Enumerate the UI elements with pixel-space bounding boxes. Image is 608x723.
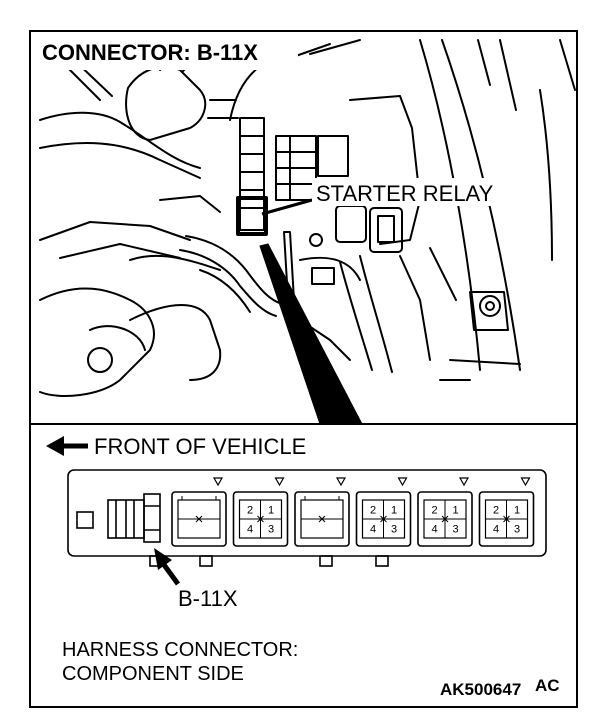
pin-number: 2	[493, 505, 499, 517]
connector-housing	[67, 469, 547, 567]
connector-slot-5: 2 1 4 3	[417, 477, 473, 547]
front-of-vehicle-label: FRONT OF VEHICLE	[94, 434, 306, 459]
connector-slot-1	[171, 477, 227, 547]
slot-marker-triangle	[397, 477, 408, 487]
slot-center-mark	[195, 515, 203, 523]
connector-slot-6: 2 1 4 3	[478, 477, 535, 547]
connector-title: CONNECTOR: B-11X	[42, 40, 258, 65]
starter-relay-leader-line	[261, 198, 313, 216]
slot-outline	[232, 491, 289, 547]
caption-line-2: COMPONENT SIDE	[62, 663, 244, 685]
pin-number: 1	[268, 505, 274, 517]
engine-bay-illustration	[39, 39, 576, 397]
b11x-pointer-arrow	[154, 548, 181, 586]
slot-marker-triangle	[458, 477, 470, 487]
slot-outline	[171, 491, 227, 547]
title-backing	[36, 36, 298, 70]
caption-line-1: HARNESS CONNECTOR:	[62, 639, 298, 661]
figure-code-suffix: AC	[535, 676, 560, 695]
pin-number: 2	[370, 505, 376, 517]
starter-relay-label-backing	[312, 178, 512, 206]
pin-number: 4	[370, 524, 376, 536]
slot-outline	[294, 491, 350, 547]
connector-slots: 2 1 4 3 2 1 4 3 2 1 4 3 2 1 4 3	[171, 477, 535, 547]
pin-number: 4	[247, 524, 253, 536]
connector-slot-2: 2 1 4 3	[232, 477, 289, 547]
pin-number: 2	[247, 505, 253, 517]
pin-number: 3	[514, 524, 520, 536]
slot-marker-triangle	[520, 477, 531, 487]
pin-number: 3	[391, 524, 397, 536]
pin-number: 4	[493, 524, 499, 536]
pin-number: 1	[452, 505, 458, 517]
figure-code: AK500647	[440, 680, 521, 699]
slot-outline	[478, 491, 535, 547]
slot-latch	[304, 496, 340, 500]
connector-slot-4: 2 1 4 3	[355, 477, 412, 547]
slot-marker-triangle	[335, 477, 347, 487]
pin-number: 4	[431, 524, 437, 536]
connector-slot-3	[294, 477, 350, 547]
pin-number: 2	[431, 505, 437, 517]
slot-marker-triangle	[212, 477, 224, 487]
slot-outline	[417, 491, 473, 547]
pin-number: 1	[514, 505, 520, 517]
slot-marker-triangle	[274, 477, 285, 487]
b11x-label: B-11X	[178, 586, 238, 611]
pin-number: 3	[452, 524, 458, 536]
front-arrow	[46, 436, 88, 456]
slot-latch	[181, 496, 217, 500]
slot-center-mark	[318, 515, 326, 523]
slot-outline	[355, 491, 412, 547]
pin-number: 3	[268, 524, 274, 536]
pin-number: 1	[391, 505, 397, 517]
starter-relay-label: STARTER RELAY	[316, 181, 494, 206]
